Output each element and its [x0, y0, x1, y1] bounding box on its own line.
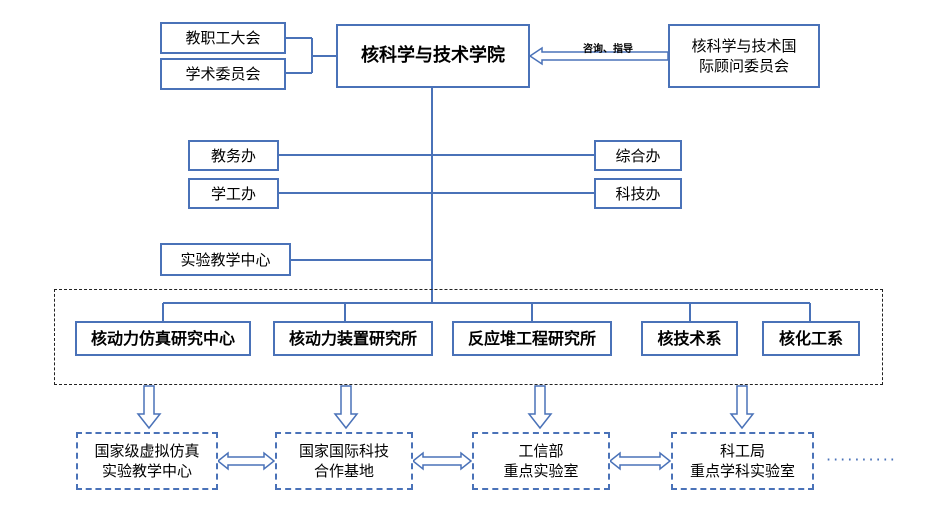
continuation-dots: ·········· [826, 450, 897, 469]
platform-label: 国家级虚拟仿真 实验教学中心 [94, 442, 200, 480]
units-frame [54, 289, 883, 385]
platform-box-sastind-key-lab: 科工局 重点学科实验室 [671, 432, 814, 490]
academic-committee-box: 学术委员会 [160, 58, 286, 90]
advisory-committee-label: 核科学与技术国 际顾问委员会 [691, 37, 797, 75]
academic-affairs-office-label: 教务办 [210, 146, 256, 165]
academic-affairs-office-box: 教务办 [188, 140, 279, 171]
unit-label: 核化工系 [778, 328, 843, 348]
college-title-box: 核科学与技术学院 [336, 24, 530, 88]
platform-label: 工信部 重点实验室 [503, 442, 579, 480]
unit-label: 反应堆工程研究所 [467, 328, 596, 348]
unit-box-power-plant-institute: 核动力装置研究所 [273, 321, 433, 356]
platform-box-virtual-simulation: 国家级虚拟仿真 实验教学中心 [76, 432, 218, 490]
unit-label: 核技术系 [657, 328, 722, 348]
general-office-box: 综合办 [594, 140, 682, 171]
advisory-committee-box: 核科学与技术国 际顾问委员会 [668, 24, 820, 88]
unit-label: 核动力装置研究所 [288, 328, 417, 348]
arrow-label: 咨询、指导 [583, 44, 633, 55]
unit-label: 核动力仿真研究中心 [90, 328, 235, 348]
unit-box-nuclear-technology-dept: 核技术系 [641, 321, 738, 356]
staff-congress-label: 教职工大会 [185, 29, 261, 47]
platform-box-intl-cooperation: 国家国际科技 合作基地 [275, 432, 413, 490]
platform-label: 国家国际科技 合作基地 [298, 442, 389, 480]
unit-box-simulation-center: 核动力仿真研究中心 [75, 321, 251, 356]
research-office-box: 科技办 [594, 178, 682, 209]
student-affairs-office-box: 学工办 [188, 178, 279, 209]
lab-teaching-center-box: 实验教学中心 [160, 243, 291, 276]
platform-label: 科工局 重点学科实验室 [689, 442, 795, 480]
platform-box-miit-key-lab: 工信部 重点实验室 [472, 432, 610, 490]
staff-congress-box: 教职工大会 [160, 22, 286, 54]
general-office-label: 综合办 [615, 146, 661, 165]
unit-box-reactor-engineering-institute: 反应堆工程研究所 [452, 321, 612, 356]
unit-box-nuclear-chemical-dept: 核化工系 [762, 321, 860, 356]
lab-teaching-center-label: 实验教学中心 [180, 250, 271, 269]
student-affairs-office-label: 学工办 [210, 184, 256, 203]
academic-committee-label: 学术委员会 [185, 65, 261, 83]
research-office-label: 科技办 [615, 184, 661, 203]
college-title: 核科学与技术学院 [361, 45, 505, 66]
